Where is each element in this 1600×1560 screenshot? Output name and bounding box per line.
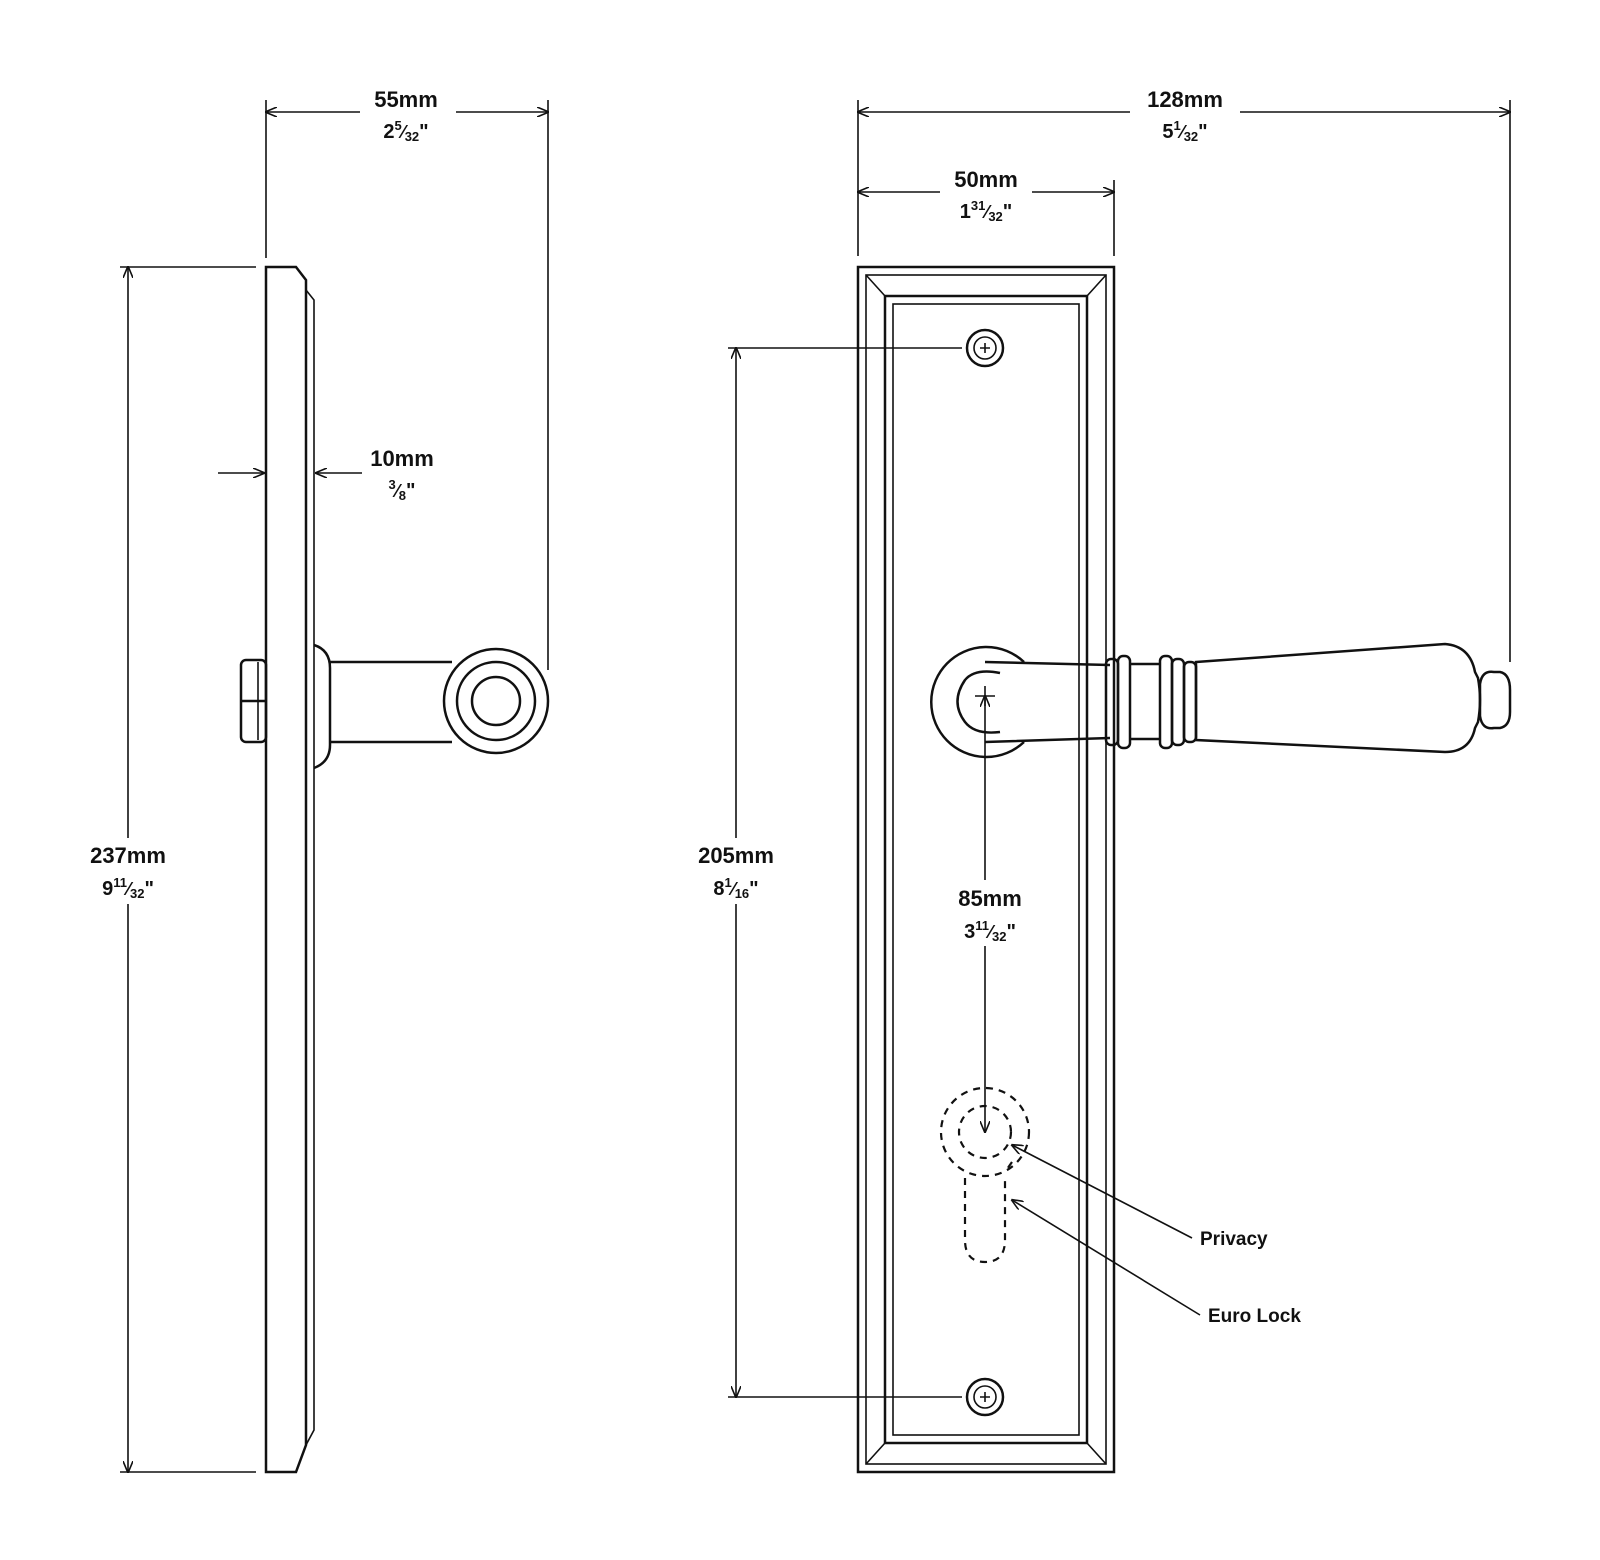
side-backplate-step — [305, 289, 315, 1446]
dim-55-mm: 55mm — [374, 87, 438, 112]
side-lever-end-inner — [470, 675, 522, 727]
dim-205-inch: 81⁄16" — [713, 875, 758, 901]
front-plate-corners — [865, 274, 1107, 1465]
dim-10-inch: 3⁄8" — [389, 477, 416, 503]
front-plate-inner — [892, 303, 1080, 1436]
euro-lock-label: Euro Lock — [1208, 1306, 1301, 1327]
front-lever-end-cap — [1478, 670, 1512, 730]
front-plate-outer — [856, 265, 1116, 1474]
front-lever-collar — [1104, 654, 1198, 750]
dim-237-mm: 237mm — [90, 843, 166, 868]
dim-50-mm: 50mm — [954, 167, 1018, 192]
dim-237-inch: 911⁄32" — [102, 875, 154, 901]
bottom-screw-icon — [965, 1377, 1005, 1417]
side-view — [78, 86, 550, 1474]
euro-lock-leader — [1012, 1200, 1201, 1316]
front-lever-neck — [984, 660, 1111, 744]
dim-205-mm: 205mm — [698, 843, 774, 868]
side-lever-end-outer — [442, 647, 550, 755]
top-screw-icon — [965, 328, 1005, 368]
front-plate-raised — [883, 294, 1089, 1445]
euro-lock-profile-neck — [1004, 1161, 1013, 1173]
dim-85-mm: 85mm — [958, 886, 1022, 911]
dim-85-inch: 311⁄32" — [964, 918, 1016, 944]
front-plate-bevel — [865, 274, 1107, 1465]
side-backplate — [264, 265, 308, 1474]
dim-55-inch: 25⁄32" — [383, 118, 428, 144]
dim-50-inch: 131⁄32" — [960, 198, 1013, 224]
dim-128-mm: 128mm — [1147, 87, 1223, 112]
front-view — [680, 86, 1512, 1474]
privacy-leader — [1012, 1145, 1193, 1239]
euro-lock-profile-tail — [963, 1178, 1007, 1264]
side-lever-end-mid — [455, 660, 537, 742]
side-rose — [313, 643, 332, 770]
euro-lock-profile-circle — [939, 1086, 1031, 1178]
dim-10-mm: 10mm — [370, 446, 434, 471]
dim-128-inch: 51⁄32" — [1162, 118, 1207, 144]
front-lever-handle — [1194, 642, 1482, 754]
privacy-label: Privacy — [1200, 1229, 1268, 1250]
side-lever-arm — [330, 660, 452, 744]
front-rose-inner — [956, 670, 1001, 734]
